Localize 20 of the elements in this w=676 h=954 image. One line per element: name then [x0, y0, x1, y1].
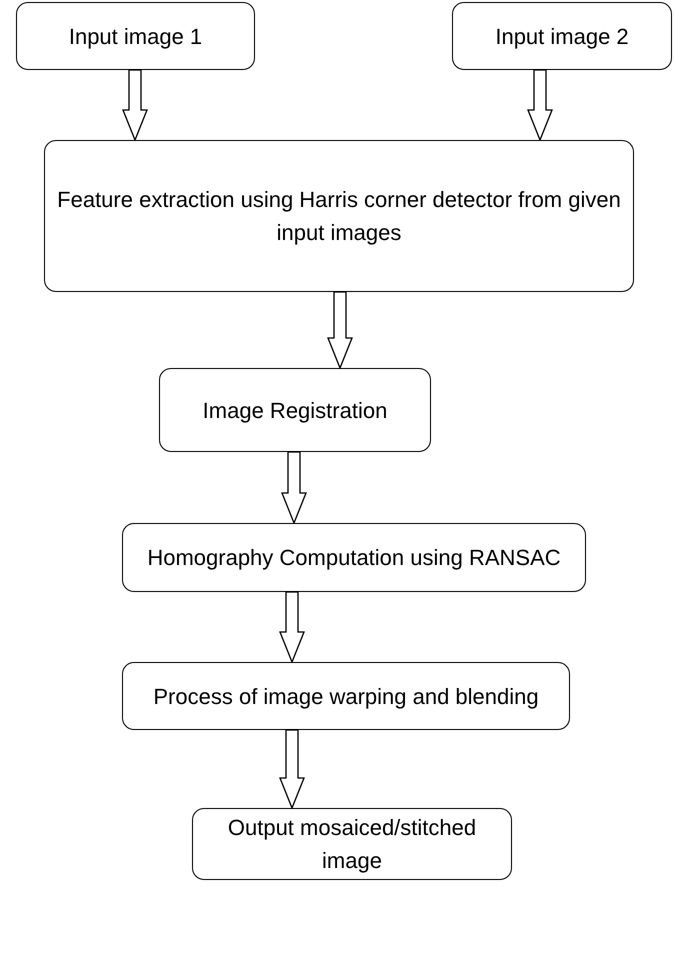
box-label: Output mosaiced/stitched image: [226, 814, 478, 875]
box-label: Process of image warping and blending: [153, 682, 539, 711]
process-box: [16, 2, 255, 70]
hollow-arrow: [122, 69, 148, 142]
process-box: [159, 368, 431, 452]
box-label: Feature extraction using Harris corner detector from given input images: [56, 186, 622, 247]
box-label: Input image 1: [68, 22, 202, 51]
box-label: Input image 2: [495, 22, 629, 51]
hollow-arrow: [281, 451, 307, 525]
hollow-arrow: [327, 291, 353, 370]
hollow-arrow: [527, 69, 553, 142]
box-label: Homography Computation using RANSAC: [147, 544, 561, 572]
process-box: [452, 2, 672, 70]
process-box: [44, 140, 634, 292]
hollow-arrow: [279, 591, 305, 664]
process-box: [122, 523, 586, 592]
process-box: [192, 808, 512, 880]
box-label: Image Registration: [202, 396, 388, 425]
process-box: [122, 662, 570, 730]
hollow-arrow: [279, 729, 305, 810]
